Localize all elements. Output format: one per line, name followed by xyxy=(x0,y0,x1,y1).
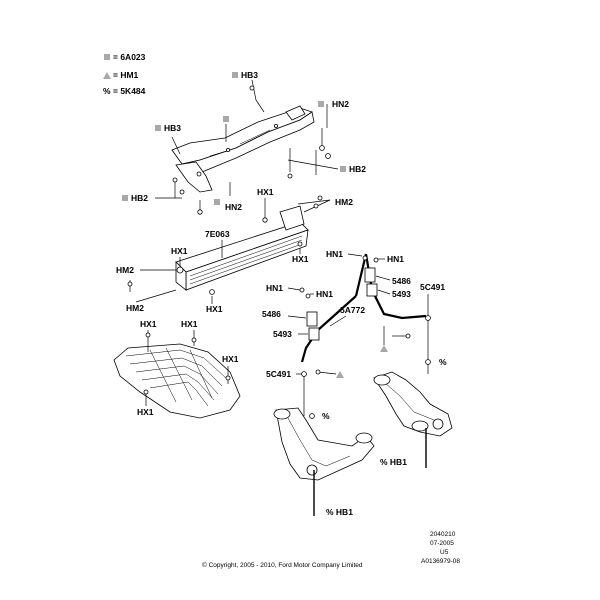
label-hx1-g: HX1 xyxy=(222,354,239,364)
footer: 2040210 07-2005 U5 A0136979-08 © Copyrig… xyxy=(202,531,460,569)
right-lower-control-arm: % HB1 xyxy=(373,371,453,468)
label-pct-a: % xyxy=(439,357,447,367)
crossmember xyxy=(171,105,315,193)
bracket-fasteners: HX1 HM2 7E063 HX1 HX1 HM2 HM2 HX1 xyxy=(116,187,353,314)
label-hn2-mid: HN2 xyxy=(225,202,242,212)
legend: = 6A023 = HM1 % = 5K484 xyxy=(103,52,146,96)
legend-item-percent: = 5K484 xyxy=(113,86,146,96)
label-hx1-a: HX1 xyxy=(257,187,274,197)
bracket-7e063 xyxy=(175,205,309,295)
label-hb2-right: HB2 xyxy=(349,164,366,174)
legend-item-square: = 6A023 xyxy=(113,52,146,62)
label-5493-b: 5493 xyxy=(273,329,292,339)
stabilizer-fasteners: HN1 HN1 5486 5493 5C491 % HN1 HN1 5A772 … xyxy=(262,249,447,421)
label-hx1-d: HX1 xyxy=(206,304,223,314)
label-hn1-a: HN1 xyxy=(326,249,343,259)
label-hb1-right: % HB1 xyxy=(380,457,407,467)
label-hb3-top: HB3 xyxy=(241,70,258,80)
label-7e063: 7E063 xyxy=(205,229,230,239)
stabilizer-bar-5a772 xyxy=(300,253,427,363)
label-hm2-left-2: HM2 xyxy=(126,303,144,313)
label-5486-a: 5486 xyxy=(392,276,411,286)
triangle-marker-icon xyxy=(103,72,111,79)
label-hn1-b: HN1 xyxy=(387,254,404,264)
label-5493-a: 5493 xyxy=(392,289,411,299)
label-hn2-top: HN2 xyxy=(332,99,349,109)
label-hb1-bottom: % HB1 xyxy=(326,507,353,517)
skid-plate-fasteners: HX1 HX1 HX1 HX1 xyxy=(137,319,239,417)
skid-plate xyxy=(113,343,241,419)
percent-marker-icon: % xyxy=(103,86,111,96)
drawing-code-3: U5 xyxy=(440,549,449,556)
label-5a772: 5A772 xyxy=(340,305,365,315)
label-pct-b: % xyxy=(322,411,330,421)
drawing-code-4: A0136979-08 xyxy=(421,558,460,565)
label-hx1-b: HX1 xyxy=(292,254,309,264)
label-hm2-left: HM2 xyxy=(116,265,134,275)
label-hx1-f: HX1 xyxy=(181,319,198,329)
left-lower-control-arm: % HB1 xyxy=(273,407,375,517)
drawing-code-2: 07-2005 xyxy=(430,540,454,547)
label-hb3-left: HB3 xyxy=(164,123,181,133)
legend-item-triangle: = HM1 xyxy=(113,70,139,80)
label-hx1-h: HX1 xyxy=(137,407,154,417)
label-5c491-b: 5C491 xyxy=(266,369,291,379)
label-hn1-c: HN1 xyxy=(266,283,283,293)
drawing-code-1: 2040210 xyxy=(430,531,456,538)
label-hx1-c: HX1 xyxy=(171,246,188,256)
copyright-text: © Copyright, 2005 - 2010, Ford Motor Com… xyxy=(202,561,363,569)
crossmember-fasteners: HB3 HN2 HB3 HB2 HB2 HN2 xyxy=(122,70,366,215)
label-5486-b: 5486 xyxy=(262,309,281,319)
label-hb2-left: HB2 xyxy=(131,193,148,203)
square-marker-icon xyxy=(104,54,110,60)
label-hm2-right: HM2 xyxy=(335,197,353,207)
label-hx1-e: HX1 xyxy=(140,319,157,329)
label-hn1-d: HN1 xyxy=(316,289,333,299)
label-5c491-a: 5C491 xyxy=(420,282,445,292)
